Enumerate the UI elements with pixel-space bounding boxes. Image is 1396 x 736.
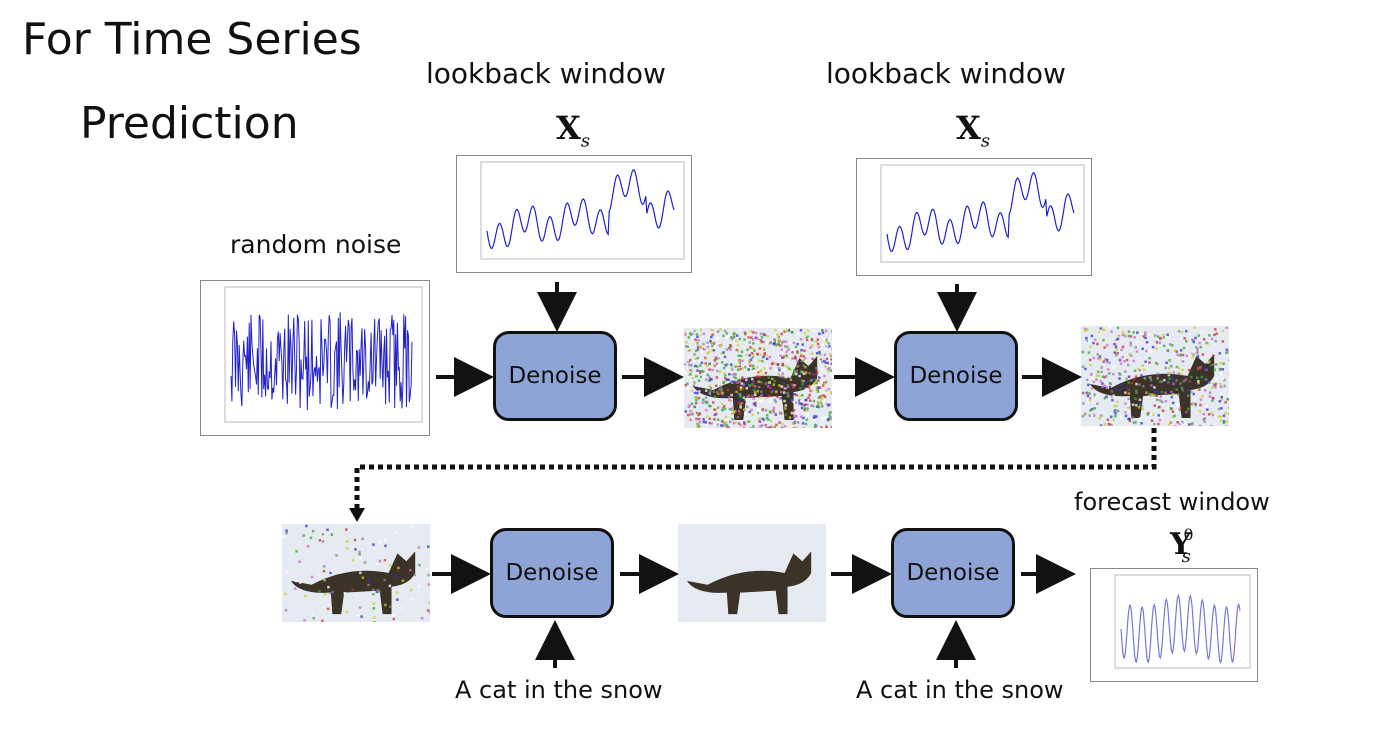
denoise-block-2: Denoise: [894, 331, 1018, 421]
title-line-2: Prediction: [80, 98, 299, 149]
lookback-label-2: lookback window: [826, 57, 1066, 90]
lookback-plot-1: [456, 155, 692, 273]
forecast-plot: [1090, 568, 1258, 682]
random-noise-plot: [200, 280, 430, 436]
noisy-cat-image-2: [1081, 326, 1229, 426]
ys-symbol: Y0s: [1170, 525, 1194, 567]
dotted-arrowhead: [349, 508, 365, 522]
dotted-connector: [354, 428, 1157, 512]
xs-symbol-2: Xs: [956, 109, 991, 152]
prompt-caption-1: A cat in the snow: [455, 676, 663, 704]
cat-image-4: [678, 524, 826, 622]
lookback-label-1: lookback window: [426, 57, 666, 90]
title-line-1: For Time Series: [22, 14, 362, 65]
denoise-block-3: Denoise: [490, 528, 614, 618]
cat-image-3: [282, 524, 430, 622]
forecast-label: forecast window: [1074, 488, 1270, 516]
random-noise-label: random noise: [230, 230, 402, 259]
denoise-block-1: Denoise: [493, 331, 617, 421]
xs-symbol-1: Xs: [556, 109, 591, 152]
noisy-cat-image-1: [684, 328, 832, 428]
denoise-block-4: Denoise: [891, 528, 1015, 618]
lookback-plot-2: [856, 158, 1092, 276]
prompt-caption-2: A cat in the snow: [856, 676, 1064, 704]
